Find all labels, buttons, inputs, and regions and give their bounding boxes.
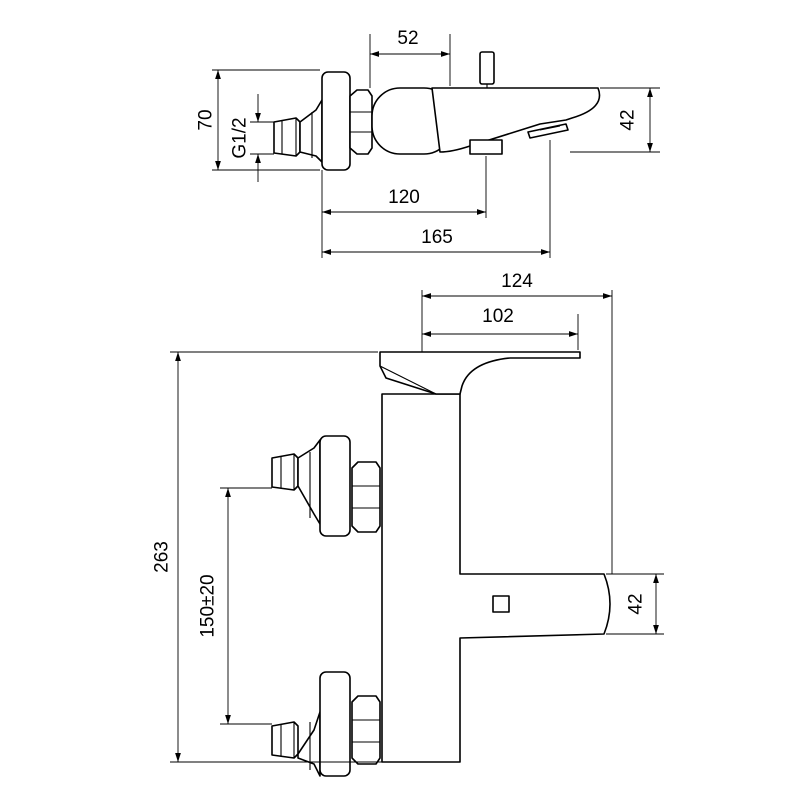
dim-top-165-label: 165 <box>421 227 453 248</box>
front-lower-nut <box>351 695 381 765</box>
front-lower-flange <box>319 671 351 777</box>
dim-top-42: 42 <box>570 87 660 153</box>
dim-front-263: 263 <box>152 351 382 763</box>
dim-front-124: 124 <box>421 271 613 574</box>
dim-front-124-label: 124 <box>501 271 533 292</box>
dim-top-52: 52 <box>369 28 451 88</box>
dim-front-102-label: 102 <box>482 306 514 327</box>
dim-front-42-label: 42 <box>626 593 647 614</box>
front-view: 124 102 263 150±20 42 <box>152 271 664 777</box>
dim-top-42-label: 42 <box>618 109 639 130</box>
dim-top-70: 70 <box>196 69 320 171</box>
dim-top-120: 120 <box>321 156 487 258</box>
top-eccentric-connector <box>273 99 323 163</box>
dim-front-150: 150±20 <box>198 487 272 725</box>
dim-top-70-label: 70 <box>196 109 217 130</box>
dim-top-52-label: 52 <box>397 28 418 49</box>
dim-front-42: 42 <box>606 573 664 635</box>
dim-front-263-label: 263 <box>152 541 173 573</box>
top-nut <box>349 89 373 155</box>
dim-front-150-label: 150±20 <box>198 574 219 637</box>
dim-front-102: 102 <box>422 306 579 350</box>
front-upper-flange <box>319 435 351 537</box>
front-body <box>381 393 611 763</box>
front-lower-inlet <box>271 671 381 777</box>
top-shower-outlet <box>469 139 503 155</box>
top-aerator <box>527 123 569 139</box>
front-diverter-knob <box>492 595 510 613</box>
front-lever <box>379 351 581 395</box>
front-lever-edge <box>379 365 437 395</box>
dim-top-thread: G1/2 <box>230 94 274 182</box>
top-diverter-knob <box>479 51 495 85</box>
dim-top-thread-label: G1/2 <box>230 117 251 158</box>
top-flange <box>321 71 351 171</box>
dim-top-165: 165 <box>322 140 551 258</box>
front-upper-inlet <box>271 435 381 537</box>
top-spout <box>431 87 601 153</box>
dim-top-120-label: 120 <box>388 187 420 208</box>
top-view: 52 70 G1/2 42 120 <box>196 28 660 258</box>
front-upper-nut <box>351 461 381 533</box>
